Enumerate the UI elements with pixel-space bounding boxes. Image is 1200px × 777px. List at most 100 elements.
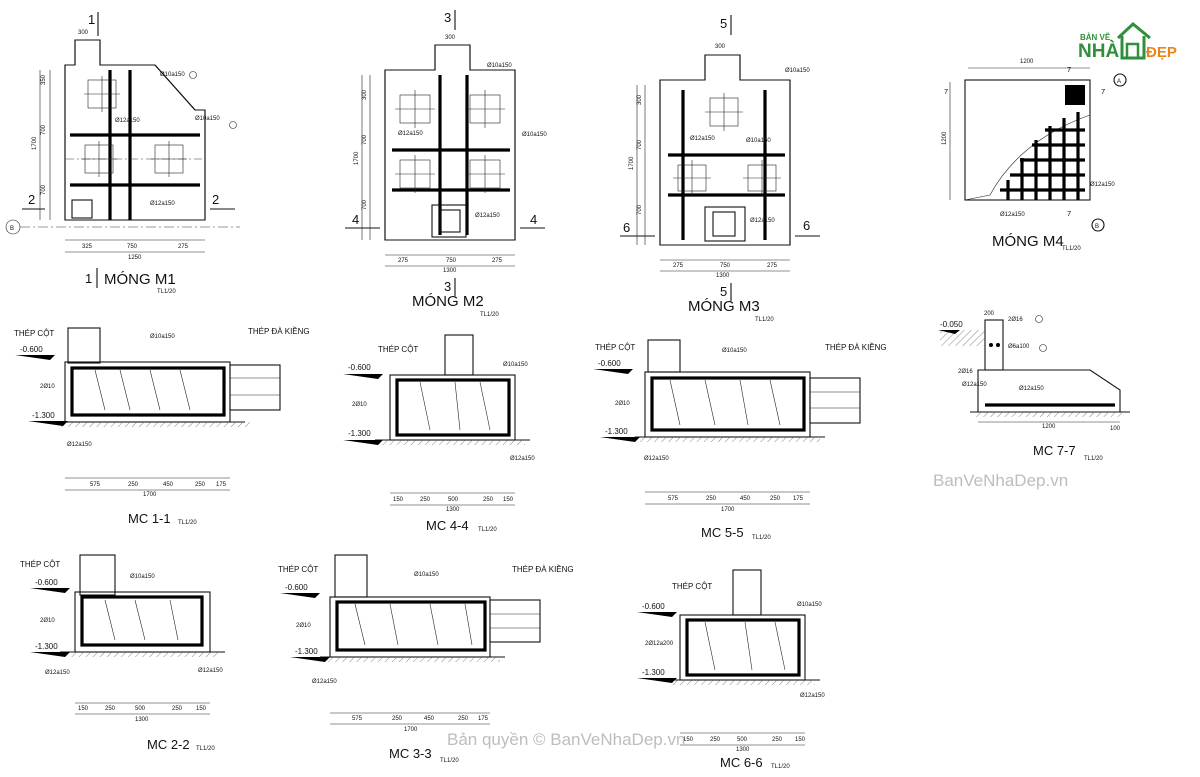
m2-dim-1: 750 — [446, 258, 457, 264]
m1-title: MÓNG M1 — [104, 271, 176, 288]
s22-rebar-bottom-right: Ø12a150 — [198, 668, 223, 674]
m4-axis-a: A — [1117, 79, 1121, 85]
s33-total: 1700 — [404, 727, 418, 733]
cut-6-right: 6 — [803, 218, 810, 233]
s11-dim-2: 450 — [163, 482, 174, 488]
s44-dim-0: 150 — [393, 497, 404, 503]
s44-lvl-bottom: -1.300 — [348, 429, 371, 438]
s66-dim-0: 150 — [683, 737, 694, 743]
m3-dim-0: 275 — [673, 263, 684, 269]
cut-5-label: 5 — [720, 16, 727, 31]
s22-dim-4: 150 — [196, 706, 207, 712]
s77-rebar-1: 2Ø16 — [1008, 317, 1023, 323]
s44-lvl-top: -0.600 — [348, 363, 371, 372]
section-1-1: THÉP CỘT THÉP ĐÀ KIỀNG -0.600 -1.300 Ø10… — [14, 326, 310, 526]
s33-col-label: THÉP CỘT — [278, 565, 318, 574]
s66-dim-3: 250 — [772, 737, 783, 743]
s66-dim-4: 150 — [795, 737, 806, 743]
section-4-4: THÉP CỘT -0.600 -1.300 Ø10a150 2Ø10 Ø12a… — [343, 334, 535, 533]
m2-rebar-c: Ø10a150 — [522, 132, 547, 138]
m1-total: 1250 — [128, 255, 142, 261]
s22-title: MC 2-2 — [147, 737, 190, 752]
s66-lvl-top: -0.600 — [642, 602, 665, 611]
s11-col-label: THÉP CỘT — [14, 329, 54, 338]
m2-rebar-d: Ø12a150 — [475, 213, 500, 219]
s66-lvl-bottom: -1.300 — [642, 668, 665, 677]
m1-rebar-b: Ø12a150 — [115, 118, 140, 124]
m4-top-dim: 1200 — [1020, 59, 1034, 65]
s55-col-label: THÉP CỘT — [595, 343, 635, 352]
logo: BẢN VẼ NHÀ ĐẸP — [1078, 22, 1177, 62]
section-6-6: THÉP CỘT -0.600 -1.300 Ø10a150 2Ø12a200 … — [637, 569, 825, 770]
logo-nha: NHÀ — [1078, 40, 1119, 62]
s22-col-label: THÉP CỘT — [20, 560, 60, 569]
m1-rebar-d: Ø12a150 — [150, 201, 175, 207]
m2-total: 1300 — [443, 268, 457, 274]
s55-total: 1700 — [721, 507, 735, 513]
s22-lvl-top: -0.600 — [35, 578, 58, 587]
m3-rebar-a: Ø10a150 — [785, 68, 810, 74]
s11-dim-4: 175 — [216, 482, 227, 488]
plan-m1: 1 300 Ø10a150 Ø12a150 Ø10a150 Ø12a150 2 … — [5, 12, 240, 295]
cut-6-left: 6 — [623, 220, 630, 235]
section-3-3: THÉP CỘT THÉP ĐÀ KIỀNG -0.600 -1.300 Ø10… — [278, 554, 574, 764]
m2-rebar-b: Ø12a150 — [398, 131, 423, 137]
logo-line1: BẢN VẼ — [1080, 33, 1111, 42]
s66-rebar-side: 2Ø12a200 — [645, 641, 674, 647]
s44-rebar-top: Ø10a150 — [503, 362, 528, 368]
s55-rebar-top: Ø10a150 — [722, 348, 747, 354]
m2-side-3: 700 — [362, 199, 368, 210]
m2-side-2: 1700 — [354, 151, 360, 165]
s33-dim-0: 575 — [352, 716, 363, 722]
s11-rebar-bottom: Ø12a150 — [67, 442, 92, 448]
s22-dim-3: 250 — [172, 706, 183, 712]
m1-dim-2: 275 — [178, 244, 189, 250]
m1-side-0: 350 — [41, 74, 47, 85]
s11-rebar-side: 2Ø10 — [40, 384, 55, 390]
s33-title: MC 3-3 — [389, 746, 432, 761]
s22-rebar-side: 2Ø10 — [40, 618, 55, 624]
plan-m2: 3 300 Ø10a150 Ø12a150 Ø10a150 Ø12a150 4 … — [345, 10, 547, 318]
m3-dim-1: 750 — [720, 263, 731, 269]
m4-title: MÓNG M4 — [992, 233, 1064, 250]
m3-side-3: 700 — [637, 204, 643, 215]
s22-total: 1300 — [135, 717, 149, 723]
m2-dim-2: 275 — [492, 258, 503, 264]
s22-scale: TL1/20 — [196, 746, 215, 752]
s44-dim-1: 250 — [420, 497, 431, 503]
s22-rebar-bottom: Ø12a150 — [45, 670, 70, 676]
s55-rebar-bottom: Ø12a150 — [644, 456, 669, 462]
m4-cut-top: 7 — [1067, 65, 1071, 74]
m1-rebar-a: Ø10a150 — [160, 72, 185, 78]
cut-4-left: 4 — [352, 212, 359, 227]
m3-title: MÓNG M3 — [688, 298, 760, 315]
section-5-5: THÉP CỘT THÉP ĐÀ KIỀNG -0.600 -1.300 Ø10… — [593, 339, 887, 541]
s55-dim-1: 250 — [706, 496, 717, 502]
m2-top-dim: 300 — [445, 35, 456, 41]
s11-dim-0: 575 — [90, 482, 101, 488]
m2-scale: TL1/20 — [480, 312, 499, 318]
s33-beam-label: THÉP ĐÀ KIỀNG — [512, 564, 574, 574]
s33-dim-3: 250 — [458, 716, 469, 722]
m3-total: 1300 — [716, 273, 730, 279]
m2-rebar-a: Ø10a150 — [487, 63, 512, 69]
m3-dim-2: 275 — [767, 263, 778, 269]
plan-m4: 1200 1200 7 7 7 7 A B Ø12a150 Ø12a150 MÓ… — [942, 59, 1127, 252]
s55-rebar-side: 2Ø10 — [615, 401, 630, 407]
s66-rebar-top: Ø10a150 — [797, 602, 822, 608]
s33-dim-4: 175 — [478, 716, 489, 722]
axis-b-label: B — [10, 226, 14, 232]
m3-scale: TL1/20 — [755, 317, 774, 323]
m3-rebar-d: Ø12a150 — [750, 218, 775, 224]
s33-rebar-top: Ø10a150 — [414, 572, 439, 578]
s55-dim-4: 175 — [793, 496, 804, 502]
section-2-2: THÉP CỘT -0.600 -1.300 Ø10a150 2Ø10 Ø12a… — [20, 554, 225, 752]
s11-lvl-bottom: -1.300 — [32, 411, 55, 420]
s55-dim-3: 250 — [770, 496, 781, 502]
watermark-site: BanVeNhaDep.vn — [933, 471, 1068, 490]
s66-col-label: THÉP CỘT — [672, 582, 712, 591]
m4-axis-b: B — [1095, 224, 1099, 230]
s33-lvl-top: -0.600 — [285, 583, 308, 592]
m3-top-dim: 300 — [715, 44, 726, 50]
